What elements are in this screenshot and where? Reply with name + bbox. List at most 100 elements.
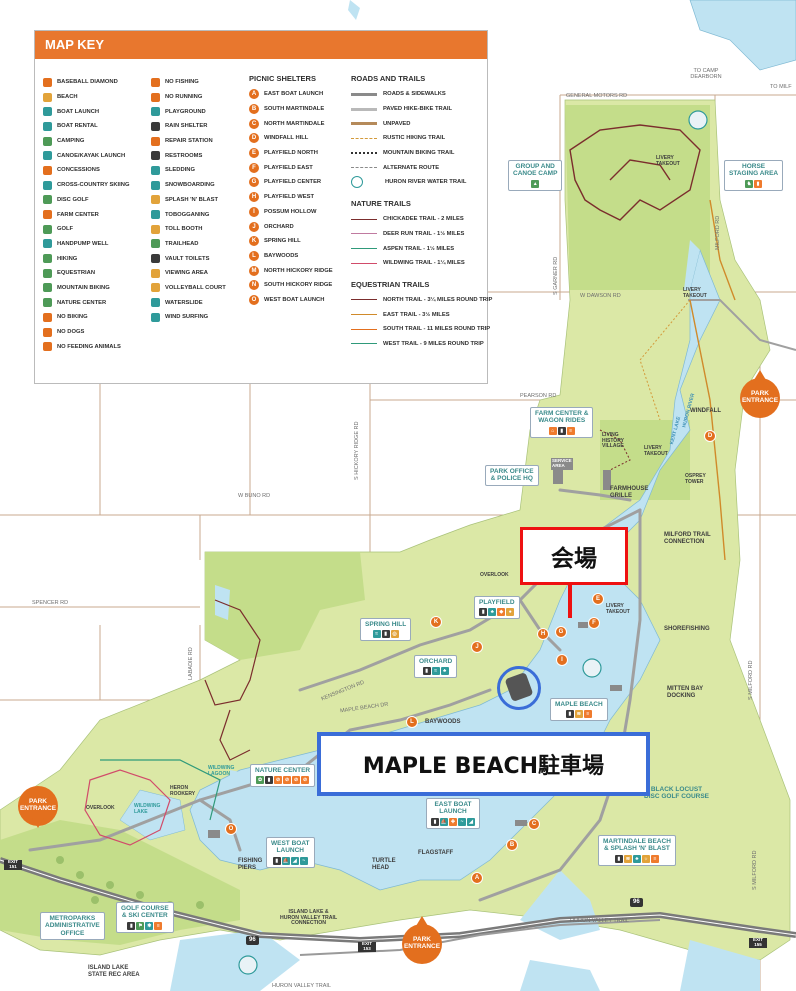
shelter-marker-k[interactable]: K (430, 616, 442, 628)
fishing-piers: FISHING PIERS (238, 858, 263, 871)
farmhouse-grille: FARMHOUSE GRILLE (610, 486, 649, 499)
shelter-marker-c[interactable]: C (528, 818, 540, 830)
baseball-icon: ◆ (497, 608, 506, 617)
metroparks-office[interactable]: METROPARKS ADMINISTRATIVE OFFICE (40, 912, 105, 941)
key-item: NO DOGS (43, 325, 129, 340)
key-icon (43, 298, 52, 308)
no-dogs-icon: ⊘ (283, 776, 292, 785)
key-icon (151, 180, 160, 190)
key-icon (43, 136, 52, 146)
wildwing-lake: WILDWING LAKE (134, 803, 161, 815)
spring-hill[interactable]: SPRING HILL≈▮◎ (360, 618, 412, 642)
shelter-label: SOUTH MARTINDALE (264, 106, 325, 113)
shelter-marker-d[interactable]: D (704, 430, 716, 442)
park-entrance-south[interactable]: PARK ENTRANCE (402, 916, 442, 964)
shelter-marker-f[interactable]: F (588, 617, 600, 629)
key-item: BOAT RENTAL (43, 119, 129, 134)
shelter-marker-l[interactable]: L (406, 716, 418, 728)
orchard[interactable]: ORCHARD▮≈♣ (414, 655, 458, 679)
key-icon (151, 239, 160, 249)
park-entrance-northeast[interactable]: PARK ENTRANCE (740, 370, 780, 418)
exit-155: EXIT 155 (749, 937, 767, 948)
osprey-tower: OSPREY TOWER (685, 473, 706, 485)
maple-beach[interactable]: MAPLE BEACH▮≋≡ (550, 698, 608, 722)
shelter-marker-g[interactable]: G (555, 626, 567, 638)
farm-center[interactable]: FARM CENTER & WAGON RIDES⌂▮≡ (530, 407, 594, 438)
shelter-label: SPRING HILL (264, 238, 301, 245)
trail-swatch (351, 248, 377, 250)
key-icon (43, 107, 52, 117)
key-item: BASEBALL DIAMOND (43, 75, 129, 90)
key-icon (43, 77, 52, 87)
key-label: BEACH (57, 94, 78, 101)
shelter-marker-e[interactable]: E (592, 593, 604, 605)
key-icon (43, 312, 52, 322)
trail-item: NORTH TRAIL - 3¼ MILES ROUND TRIP (351, 293, 492, 308)
park-entrance-west[interactable]: PARK ENTRANCE (18, 786, 58, 828)
road-general-motors: GENERAL MOTORS RD (566, 93, 628, 99)
shelter-marker-i[interactable]: I (556, 654, 568, 666)
trail-label: UNPAVED (383, 120, 411, 127)
windfall: WINDFALL (690, 408, 721, 414)
overlook-2: OVERLOOK (86, 805, 115, 811)
golf-icon: ⚑ (136, 921, 145, 930)
shelter-letter: C (249, 118, 259, 129)
west-boat-launch[interactable]: WEST BOAT LAUNCH▮⛵◢~ (266, 837, 315, 868)
shelter-marker-j[interactable]: J (471, 641, 483, 653)
key-label: TOLL BOOTH (165, 226, 203, 233)
horse-staging-area[interactable]: HORSE STAGING AREA♞▮ (724, 160, 784, 191)
martindale-beach[interactable]: MARTINDALE BEACH & SPLASH 'N' BLAST▮≋♣☼≡ (598, 835, 676, 866)
restrooms-icon: ▮ (272, 856, 281, 865)
black-locust-disc-golf[interactable]: BLACK LOCUST DISC GOLF COURSE (644, 786, 710, 801)
shelter-letter: M (249, 265, 259, 276)
shelter-label: NORTH HICKORY RIDGE (264, 267, 333, 274)
no-feeding-icon: ⊘ (292, 776, 301, 785)
no-running-icon: ⊘ (301, 776, 310, 785)
road-w-buno: W BUNO RD (238, 493, 271, 499)
key-label: WATERSLIDE (165, 299, 203, 306)
vault-toilets-icon: ▮ (381, 630, 390, 639)
restrooms-icon: ▮ (422, 667, 431, 676)
key-item: BEACH (43, 90, 129, 105)
nature-center[interactable]: NATURE CENTER✿▮⊘⊘⊘⊘ (250, 764, 316, 788)
concessions-icon: ≡ (154, 921, 163, 930)
turtle-head: TURTLE HEAD (372, 858, 396, 871)
trail-swatch (351, 122, 377, 126)
key-icon (151, 121, 160, 131)
volleyball-icon: ● (506, 608, 515, 617)
boat-rental-icon: ◢ (290, 856, 299, 865)
trail-label: SOUTH TRAIL - 11 MILES ROUND TRIP (383, 326, 491, 333)
road-labadie: LABADIE RD (188, 647, 194, 680)
key-item: VIEWING AREA (151, 266, 226, 281)
trail-label: PAVED HIKE-BIKE TRAIL (383, 106, 453, 113)
key-item: CONCESSIONS (43, 163, 129, 178)
key-label: VAULT TOILETS (165, 255, 210, 262)
shelter-marker-h[interactable]: H (537, 628, 549, 640)
east-boat-launch[interactable]: EAST BOAT LAUNCH▮⛵✚~◢ (426, 798, 480, 829)
shelter-marker-a[interactable]: A (471, 872, 483, 884)
key-icon (151, 92, 160, 102)
group-canoe-camp[interactable]: GROUP AND CANOE CAMP▲ (508, 160, 563, 191)
park-office[interactable]: PARK OFFICE & POLICE HQ (485, 465, 539, 486)
key-item: FARM CENTER (43, 207, 129, 222)
island-lake-connection: ISLAND LAKE & HURON VALLEY TRAIL CONNECT… (280, 909, 338, 927)
shelter-letter: E (249, 148, 259, 159)
key-label: RAIN SHELTER (165, 123, 208, 130)
key-icon (43, 92, 52, 102)
shelter-marker-b[interactable]: B (506, 839, 518, 851)
shelter-marker-o[interactable]: O (225, 823, 237, 835)
golf-course[interactable]: GOLF COURSE & SKI CENTER▮⚑✱≡ (116, 902, 174, 933)
key-label: MOUNTAIN BIKING (57, 284, 110, 291)
key-item: REPAIR STATION (151, 134, 226, 149)
restrooms-icon: ▮ (479, 608, 488, 617)
playfield[interactable]: PLAYFIELD▮♣◆● (474, 596, 520, 620)
key-item: VAULT TOILETS (151, 251, 226, 266)
exit-151: EXIT 151 (4, 859, 22, 870)
boat-launch-icon: ⛵ (440, 817, 448, 826)
